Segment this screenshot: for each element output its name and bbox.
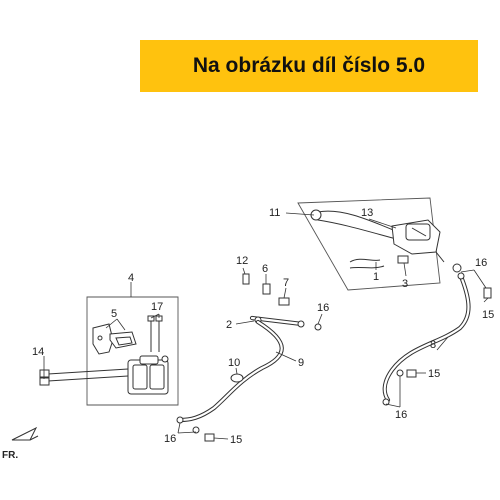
- callout-14: 14: [32, 346, 44, 358]
- callout-13: 13: [361, 207, 373, 219]
- callout-9: 9: [298, 357, 304, 369]
- pad-pins: [147, 315, 163, 352]
- callout-16-upper-right: 16: [475, 257, 487, 269]
- callout-17: 17: [151, 301, 163, 313]
- front-marker-label: FR.: [2, 450, 18, 461]
- callout-11: 11: [269, 207, 280, 219]
- callout-3: 3: [402, 278, 408, 290]
- callout-10: 10: [228, 357, 240, 369]
- master-cylinder: [391, 219, 445, 263]
- callout-15-lower-right: 15: [428, 368, 440, 380]
- master-cylinder-group-box: [297, 197, 441, 291]
- front-direction-marker: FR.: [2, 426, 39, 461]
- callout-6: 6: [262, 263, 268, 275]
- callout-2: 2: [226, 319, 232, 331]
- brake-light-switch: [349, 255, 409, 269]
- callout-5: 5: [111, 308, 117, 320]
- banner-text: Na obrázku díl číslo 5.0: [192, 54, 426, 77]
- callout-16-lower-left: 16: [164, 433, 176, 445]
- callout-8: 8: [430, 339, 436, 351]
- callout-4: 4: [128, 272, 134, 284]
- brake-pads: [92, 323, 137, 355]
- callout-7: 7: [283, 277, 289, 289]
- caliper-bolts: [39, 368, 129, 386]
- upper-brake-hose: [382, 263, 492, 406]
- callout-16-lower-right: 16: [395, 409, 407, 421]
- leader-lines: [43, 212, 489, 440]
- part-number-banner: Na obrázku díl číslo 5.0: [140, 40, 478, 92]
- callout-16-upper: 16: [317, 302, 329, 314]
- lower-brake-hose: [176, 319, 284, 442]
- callout-12: 12: [236, 255, 248, 267]
- callout-labels: 4 5 17 14 11 13 1 3 12 6 7 16 2 10 9 16 …: [32, 207, 494, 446]
- callout-15-upper-right: 15: [482, 309, 494, 321]
- callout-15-lower-left: 15: [230, 434, 242, 446]
- brake-caliper: [127, 355, 169, 395]
- metal-brake-pipe: [249, 315, 305, 328]
- callout-1: 1: [373, 271, 379, 283]
- caliper-group-box: [86, 296, 179, 406]
- banjo-bolts-upper: [242, 273, 322, 331]
